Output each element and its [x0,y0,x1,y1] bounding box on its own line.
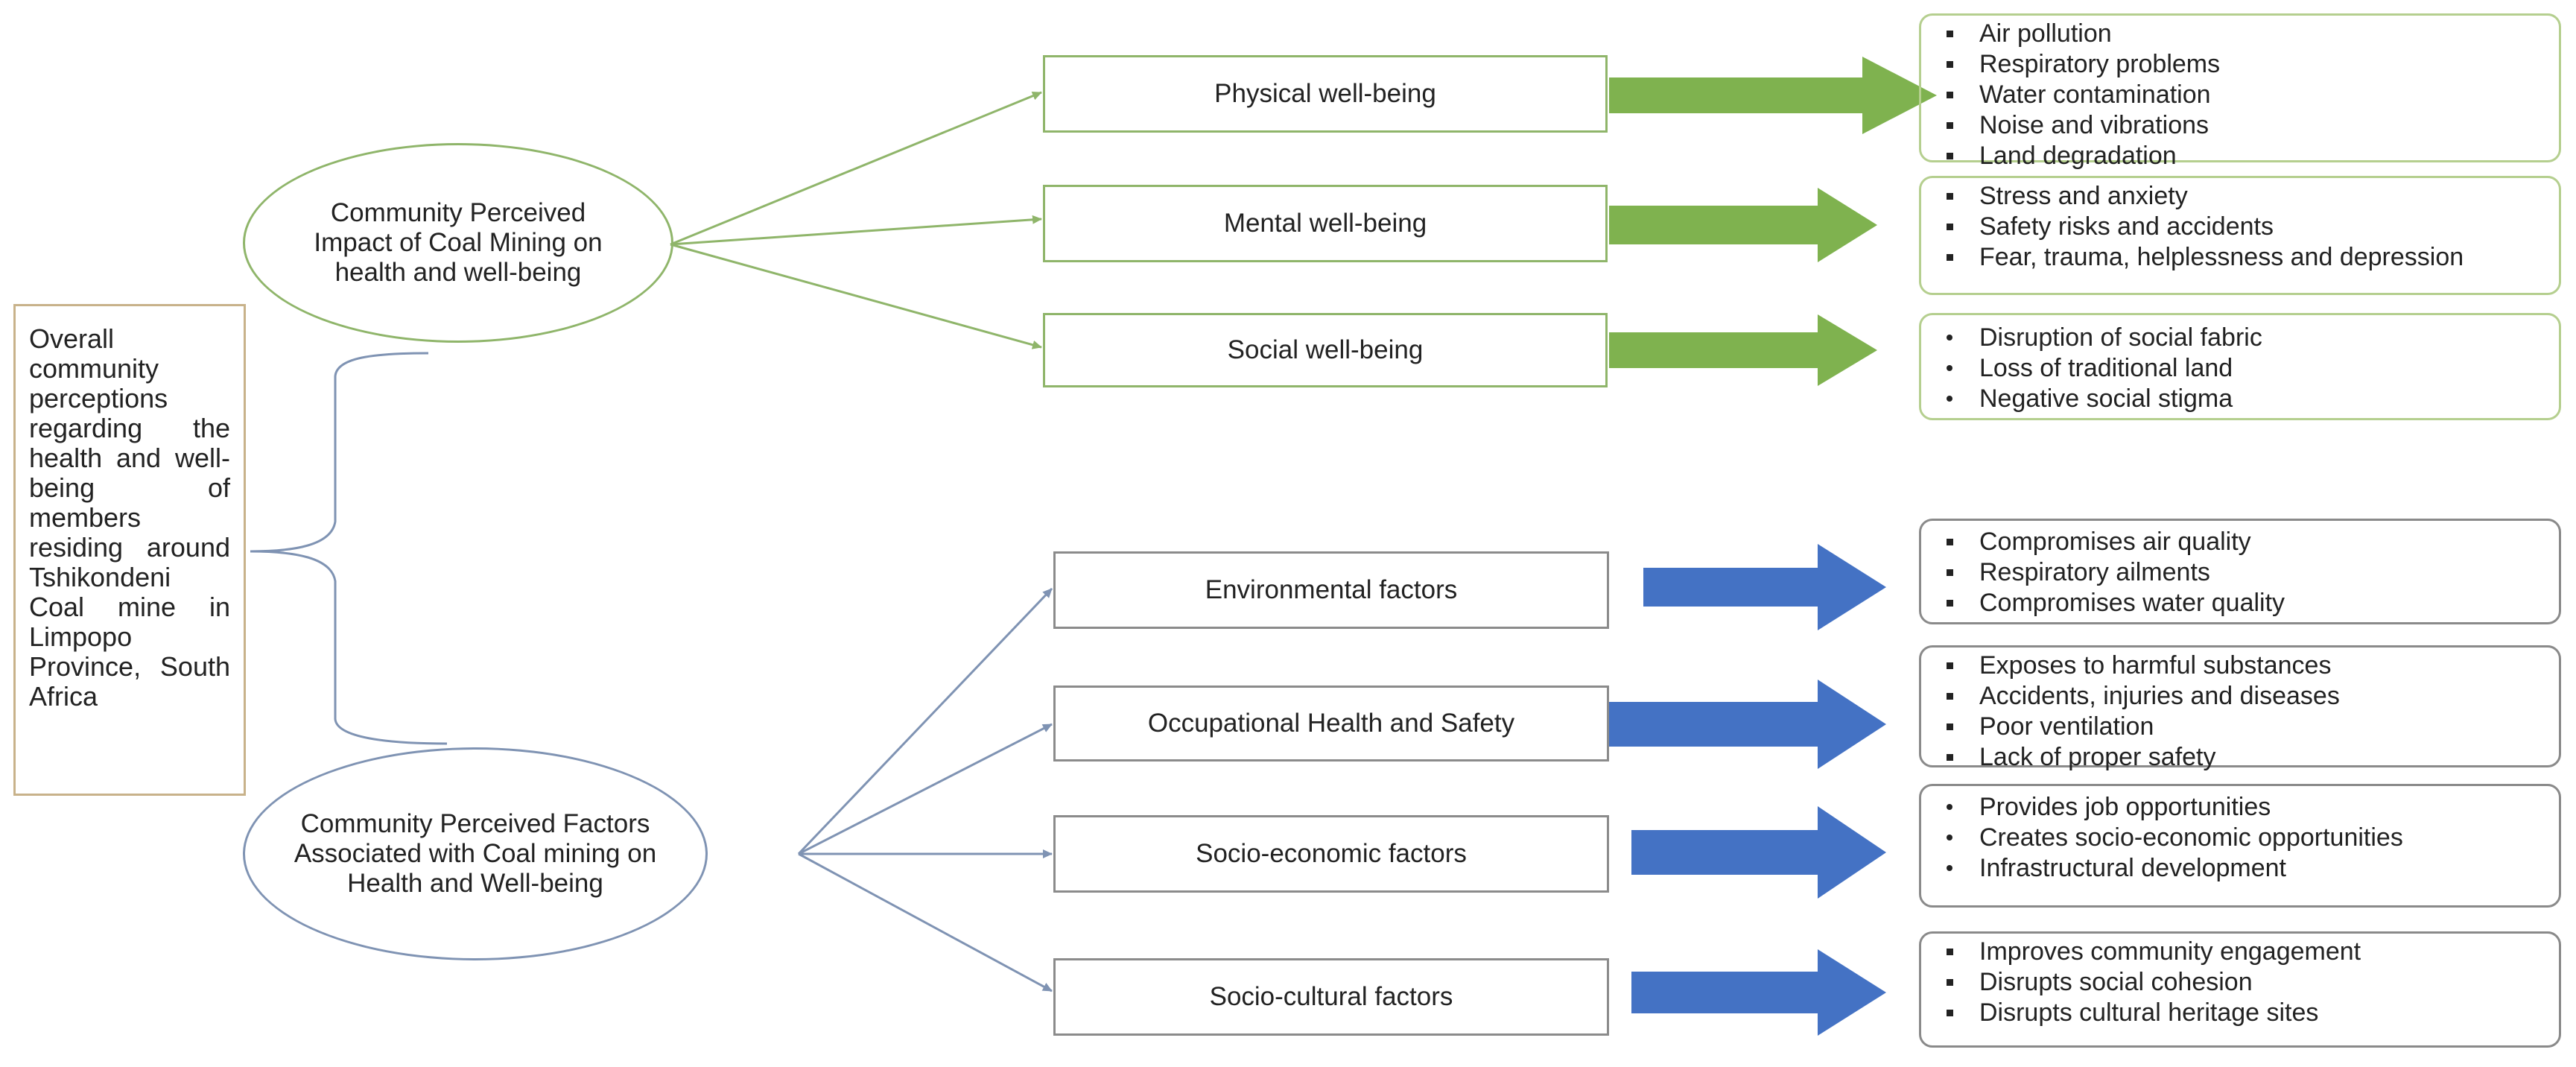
impact-ellipse: Community Perceived Impact of Coal Minin… [243,143,673,343]
category-occupational: Occupational Health and Safety [1053,686,1609,762]
factors-ellipse: Community Perceived Factors Associated w… [243,747,708,960]
block-arrow-occupational [1609,680,1886,769]
list-item: Improves community engagement [1947,937,2559,967]
link-sociocultural [798,852,1053,992]
list-item: Air pollution [1947,19,2559,49]
category-physical: Physical well-being [1043,55,1608,133]
link-occupational [798,723,1053,855]
list-item: Disrupts social cohesion [1947,967,2559,998]
category-sociocultural: Socio-cultural factors [1053,958,1609,1036]
list-item: Respiratory ailments [1947,557,2559,588]
list-item: Respiratory problems [1947,49,2559,80]
list-item: Infrastructural development [1947,853,2559,884]
list-occupational: Exposes to harmful substances Accidents,… [1919,645,2561,771]
category-label: Physical well-being [1214,79,1436,108]
list-physical: Air pollution Respiratory problems Water… [1919,13,2561,170]
category-label: Occupational Health and Safety [1147,709,1515,738]
category-socioeconomic: Socio-economic factors [1053,815,1609,893]
list-item: Creates socio-economic opportunities [1947,823,2559,853]
link-physical [670,91,1042,246]
root-text: Overall community perceptions regarding … [29,323,230,712]
link-social [670,243,1042,349]
block-arrow-mental [1609,188,1877,262]
list-item: Lack of proper safety [1947,742,2559,773]
list-item: Stress and anxiety [1947,181,2559,212]
list-item: Water contamination [1947,80,2559,110]
category-environmental: Environmental factors [1053,551,1609,629]
list-environmental: Compromises air quality Respiratory ailm… [1919,519,2561,624]
list-item: Exposes to harmful substances [1947,650,2559,681]
list-item: Compromises water quality [1947,588,2559,618]
category-label: Socio-economic factors [1196,839,1467,868]
category-label: Socio-cultural factors [1209,982,1453,1011]
list-item: Compromises air quality [1947,527,2559,557]
list-item: Land degradation [1947,141,2559,171]
root-bracket-lower [250,550,448,745]
list-item: Accidents, injuries and diseases [1947,681,2559,712]
block-arrow-socioeconomic [1631,806,1886,899]
factors-label: Community Perceived Factors Associated w… [294,809,657,898]
category-label: Social well-being [1227,335,1424,364]
block-arrow-social [1609,314,1877,386]
root-bracket [250,352,429,553]
list-item: Disrupts cultural heritage sites [1947,998,2559,1028]
block-arrow-physical [1609,57,1937,134]
list-item: Negative social stigma [1947,384,2559,414]
list-item: Fear, trauma, helplessness and depressio… [1947,242,2501,273]
list-item: Noise and vibrations [1947,110,2559,141]
list-item: Poor ventilation [1947,712,2559,742]
list-item: Safety risks and accidents [1947,212,2559,242]
category-mental: Mental well-being [1043,185,1608,262]
block-arrow-sociocultural [1631,949,1886,1036]
root-box: Overall community perceptions regarding … [13,304,246,796]
category-social: Social well-being [1043,313,1608,387]
link-environmental [797,587,1053,855]
list-social: Disruption of social fabric Loss of trad… [1919,313,2561,420]
list-socioeconomic: Provides job opportunities Creates socio… [1919,784,2561,908]
link-mental [670,215,1042,246]
category-label: Mental well-being [1223,209,1427,238]
list-item: Loss of traditional land [1947,353,2559,384]
list-mental: Stress and anxiety Safety risks and acci… [1919,176,2561,295]
category-label: Environmental factors [1205,575,1458,604]
block-arrow-environmental [1643,544,1886,630]
list-sociocultural: Improves community engagement Disrupts s… [1919,931,2561,1048]
list-item: Provides job opportunities [1947,792,2559,823]
impact-label: Community Perceived Impact of Coal Minin… [314,198,603,287]
list-item: Disruption of social fabric [1947,323,2559,353]
